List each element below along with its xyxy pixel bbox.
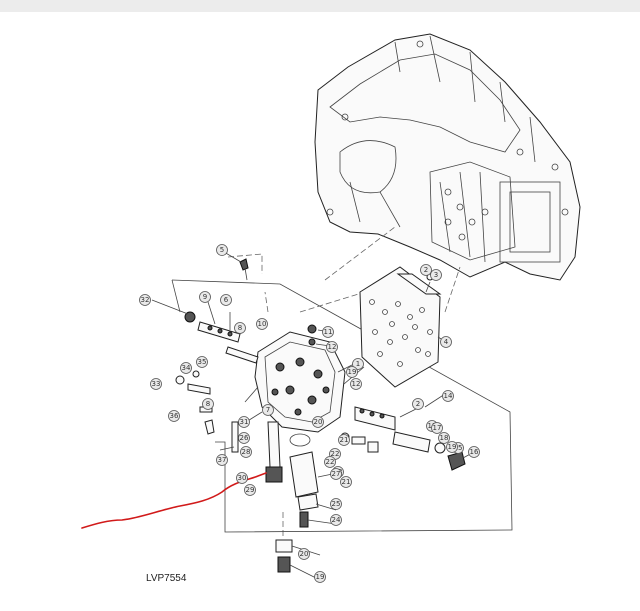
callout-label-28: 28 <box>242 448 251 456</box>
callout-label-16: 16 <box>470 448 479 456</box>
callout-label-17: 17 <box>433 424 442 432</box>
callout-label-24: 24 <box>332 516 341 524</box>
callout-label-3: 3 <box>434 271 438 279</box>
callout-label-4: 4 <box>444 338 449 346</box>
callout-balloon-29 <box>244 484 256 496</box>
callout-label-22: 22 <box>331 450 340 458</box>
callout-balloon-1 <box>352 358 364 370</box>
callout-label-35: 35 <box>198 358 207 366</box>
callout-balloon-14 <box>442 390 454 402</box>
callout-label-19: 19 <box>316 573 325 581</box>
callout-label-21: 21 <box>342 478 351 486</box>
callout-label-2: 2 <box>424 266 428 274</box>
gasket-plate <box>359 266 441 388</box>
callout-balloon-21 <box>338 434 350 446</box>
callout-label-11: 11 <box>324 328 333 336</box>
callout-label-31: 31 <box>240 418 249 426</box>
callout-balloons: 5329681011123534333682637303172821222327… <box>139 244 480 583</box>
callout-balloon-27 <box>330 468 342 480</box>
callout-balloon-10 <box>256 318 268 330</box>
top-bar <box>0 0 640 12</box>
callout-balloon-22 <box>324 456 336 468</box>
callout-label-27: 27 <box>332 470 341 478</box>
callout-balloon-20 <box>298 548 310 560</box>
valve-body <box>254 331 346 433</box>
callout-label-10: 10 <box>258 320 267 328</box>
callout-label-26: 26 <box>240 434 249 442</box>
figure-code: LVP7554 <box>146 573 187 584</box>
callout-balloon-17 <box>431 422 443 434</box>
callout-balloon-2 <box>412 398 424 410</box>
callout-label-32: 32 <box>141 296 150 304</box>
callout-balloon-8 <box>234 322 246 334</box>
red-annotation-line <box>81 472 267 529</box>
callout-label-2: 2 <box>416 400 420 408</box>
callout-balloon-35 <box>196 356 208 368</box>
callout-balloon-34 <box>180 362 192 374</box>
callout-balloon-4 <box>440 336 452 348</box>
callout-balloon-31 <box>238 416 250 428</box>
callout-balloon-20 <box>312 416 324 428</box>
callout-label-37: 37 <box>218 456 227 464</box>
callout-label-20: 20 <box>314 418 323 426</box>
callout-label-29: 29 <box>246 486 255 494</box>
callout-balloon-33 <box>150 378 162 390</box>
callout-label-1: 1 <box>356 360 360 368</box>
callout-label-18: 18 <box>440 434 449 442</box>
callout-label-5: 5 <box>220 246 224 254</box>
callout-balloon-11 <box>322 326 334 338</box>
callout-balloon-36 <box>168 410 180 422</box>
callout-balloon-9 <box>199 291 211 303</box>
exploded-outline <box>171 279 513 533</box>
callout-balloon-16 <box>468 446 480 458</box>
callout-label-14: 14 <box>444 392 453 400</box>
callout-balloon-28 <box>240 446 252 458</box>
callout-balloon-2 <box>420 264 432 276</box>
callout-balloon-6 <box>220 294 232 306</box>
callout-balloon-19 <box>314 571 326 583</box>
callout-balloon-12 <box>326 341 338 353</box>
callout-label-8: 8 <box>206 400 210 408</box>
dashed-leaders <box>227 226 461 537</box>
callout-balloon-7 <box>262 404 274 416</box>
callout-label-21: 21 <box>340 436 349 444</box>
callout-balloon-24 <box>330 514 342 526</box>
callout-balloon-12 <box>350 378 362 390</box>
callout-label-12: 12 <box>328 343 337 351</box>
callout-label-12: 12 <box>352 380 361 388</box>
callout-balloon-5 <box>216 244 228 256</box>
callout-balloon-18 <box>438 432 450 444</box>
callout-balloon-32 <box>139 294 151 306</box>
callout-label-15: 15 <box>454 444 463 452</box>
callout-balloon-25 <box>330 498 342 510</box>
callout-label-22: 22 <box>326 458 335 466</box>
callout-label-6: 6 <box>224 296 229 304</box>
callout-label-30: 30 <box>238 474 247 482</box>
transmission-housing <box>314 33 581 281</box>
callout-balloon-3 <box>430 269 442 281</box>
callout-label-19: 19 <box>348 368 357 376</box>
exploded-parts-diagram: 5329681011123534333682637303172821222327… <box>81 33 581 584</box>
callout-label-7: 7 <box>266 406 270 414</box>
callout-balloon-37 <box>216 454 228 466</box>
callout-balloon-8 <box>202 398 214 410</box>
callout-label-19: 19 <box>448 443 457 451</box>
callout-balloon-19 <box>346 366 358 378</box>
callout-balloon-21 <box>340 476 352 488</box>
callout-balloon-30 <box>236 472 248 484</box>
callout-label-9: 9 <box>203 293 207 301</box>
callout-label-8: 8 <box>238 324 242 332</box>
callout-label-33: 33 <box>152 380 161 388</box>
callout-balloon-19 <box>446 441 458 453</box>
callout-balloon-26 <box>238 432 250 444</box>
callout-label-34: 34 <box>182 364 191 372</box>
callout-label-36: 36 <box>170 412 179 420</box>
callout-label-25: 25 <box>332 500 341 508</box>
callout-label-20: 20 <box>300 550 309 558</box>
